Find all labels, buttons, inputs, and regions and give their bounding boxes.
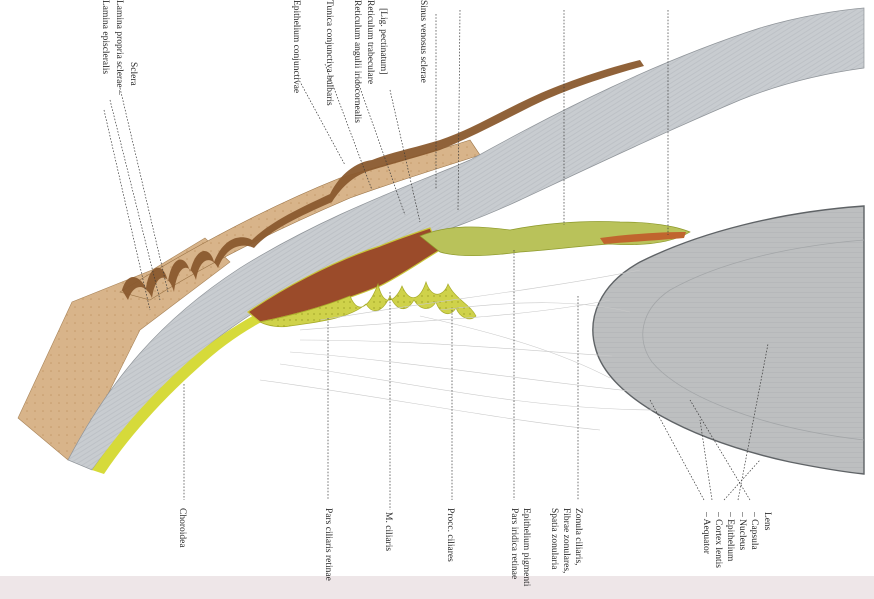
label-procc-ciliares: Procc. ciliares [445, 508, 455, 562]
iris-pigment-edge [600, 232, 686, 244]
processus-ciliares [258, 280, 477, 328]
label-choroidea: Choroidea [177, 508, 187, 548]
epithelium-conjunctivae [122, 60, 644, 300]
label-capsula: – Capsula [749, 511, 759, 551]
label-pars-iridica: Pars iridica retinae [509, 508, 519, 579]
bottom-band [0, 576, 874, 599]
label-sinus-venosus: Sinus venosus sclerae [418, 0, 428, 83]
lens-nucleus [642, 239, 865, 441]
label-cortex-lentis: – Cortex lentis [713, 511, 723, 568]
label-tunica-conjunctiva: Tunica conjunctiva bulbaris [324, 0, 334, 106]
label-nucleus: – Nucleus [737, 511, 747, 551]
label-lens: Lens [762, 512, 772, 531]
bottom-leader-lines [183, 250, 769, 510]
label-epithelium-lentis: – Epithelium [725, 511, 735, 562]
label-spatia-zonularia: Spatia zonularia [549, 508, 559, 570]
label-lamina-episcleralis: Lamina episcleralis [100, 0, 110, 74]
label-epithelium-conjunctivae: Epithelium conjunctivae [291, 0, 301, 93]
label-pars-ciliaris: Pars ciliaris retinae [323, 508, 333, 581]
label-reticulum-angulii: Reticulum angulii iridocornealis [352, 0, 362, 123]
lens [592, 205, 865, 475]
zonula-ciliaris-fibers [259, 269, 661, 431]
label-zonula-ciliaris: Zonula ciliaris, [573, 508, 583, 566]
iris [419, 221, 691, 257]
label-epithelium-pigmenti: Epithelium pigmenti [521, 508, 531, 587]
top-leader-lines [103, 9, 669, 311]
label-aequator: – Aequator [701, 511, 711, 555]
label-reticulum-trabeculare: Reticulum trabeculare [365, 0, 375, 84]
label-lig-pectinatum: [Lig. pectinatum] [378, 8, 388, 74]
label-fibrae-zonulares: Fibrae zonulares, [561, 508, 571, 573]
label-sclera: Sclera [128, 62, 138, 87]
label-m-ciliaris: M. ciliaris [383, 512, 393, 551]
label-lamina-propria: Lamina propria sclerae – [114, 0, 124, 95]
